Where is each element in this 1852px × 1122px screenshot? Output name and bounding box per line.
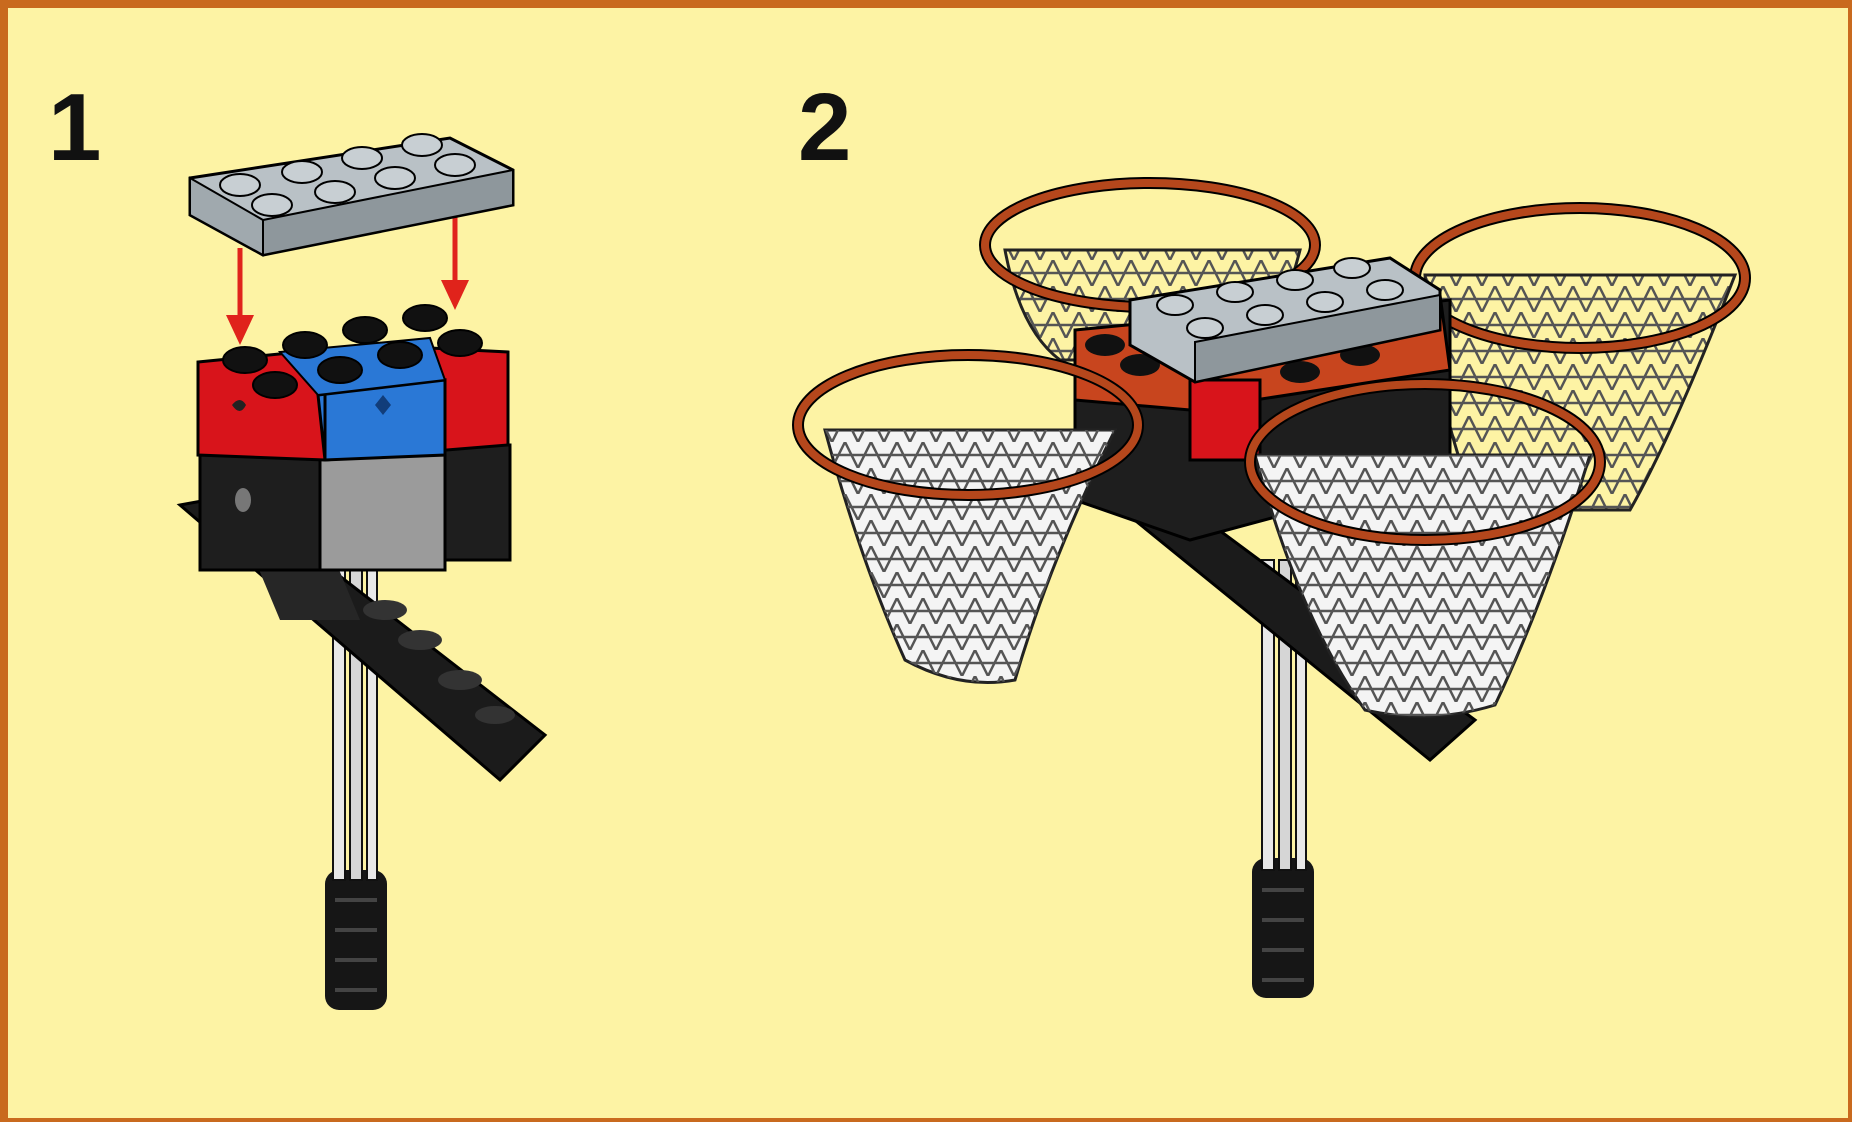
handle-grip bbox=[1252, 858, 1314, 998]
handle-grip bbox=[325, 870, 387, 1010]
lower-brick-row bbox=[200, 445, 510, 570]
step-2-illustration bbox=[798, 183, 1745, 998]
gray-plate-piece bbox=[190, 134, 513, 255]
step-1-illustration bbox=[180, 134, 545, 1010]
